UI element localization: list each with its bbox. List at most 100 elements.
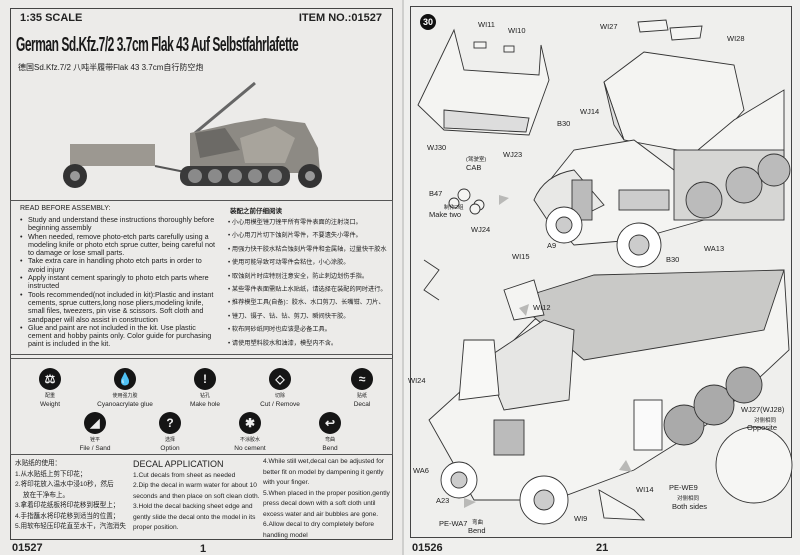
decal-step: 1.Cut decals from sheet as needed xyxy=(133,471,236,479)
part-label-both-sides: Both sides xyxy=(672,502,708,511)
assembly-diagram xyxy=(417,19,793,525)
cut-icon: ◇ xyxy=(269,368,291,390)
drill-icon: ! xyxy=(194,368,216,390)
glue-icon: 💧 xyxy=(114,368,136,390)
part-label-wj24: WJ24 xyxy=(471,225,491,234)
right-page: 30 xyxy=(404,0,800,555)
symbol-label: Make hole xyxy=(190,400,220,408)
symbol-label-cn: 弯曲 xyxy=(324,437,335,443)
file-icon: ◢ xyxy=(84,412,106,434)
decal-icon: ≈ xyxy=(351,368,373,390)
instruction-item: Glue and paint are not included in the k… xyxy=(20,323,220,349)
symbol-label: File / Sand xyxy=(79,444,111,452)
symbol-label: Decal xyxy=(353,400,371,408)
instruction-item-cn: 小心用模型锉刀锉平所有零件表面的注射浇口。 xyxy=(228,216,393,229)
decal-step: 5.When placed in the proper position,gen… xyxy=(263,489,390,518)
page-number: 1 xyxy=(200,543,207,555)
kit-subtitle-cn: 德国Sd.Kfz.7/2 八吨半履带Flak 43 3.7cm自行防空炮 xyxy=(18,63,204,72)
part-label-opposite: Opposite xyxy=(747,423,778,432)
decal-step-cn: 2.将印花放入温水中浸10秒，然后 xyxy=(15,481,114,488)
part-label-a23: A23 xyxy=(436,496,450,505)
option-icon: ? xyxy=(159,412,181,434)
part-label-make-two-cn: 制作2组 xyxy=(444,205,464,211)
instruction-item-cn: 锉刀、镊子、钻、钻、剪刀、瞬间快干胶。 xyxy=(228,310,393,323)
kit-title: German Sd.Kfz.7/2 3.7cm Flak 43 Auf Selb… xyxy=(16,34,299,56)
part-label-a9: A9 xyxy=(547,241,557,250)
part-label-pe-wa7: PE-WA7 xyxy=(439,519,468,528)
page-number: 21 xyxy=(596,542,609,554)
footer-code: 01526 xyxy=(412,542,443,554)
decal-instructions-cn: 水贴纸的使用： 1.从水贴纸上剪下印花； 2.将印花放入温水中浸10秒，然后 放… xyxy=(15,459,130,533)
part-label-cab-cn: (驾驶室) xyxy=(466,157,487,163)
part-label-wj14: WJ14 xyxy=(580,107,600,116)
part-label-wi10: WI10 xyxy=(508,26,526,35)
decal-heading: DECAL APPLICATION xyxy=(133,459,224,469)
symbol-label-cn: 贴纸 xyxy=(356,393,367,399)
decal-step: 6.Allow decal to dry completely before h… xyxy=(263,521,375,539)
instruction-item: Tools recommended(not included in kit):P… xyxy=(20,290,220,324)
footer-code: 01527 xyxy=(12,542,43,554)
part-label-both-sides-cn: 对侧相同 xyxy=(677,496,700,502)
instruction-item-cn: 使用可能导致可动零件会粘住，小心涂胶。 xyxy=(228,256,393,269)
weight-icon: ⚖ xyxy=(39,368,61,390)
symbol-label-cn: 不涂胶水 xyxy=(239,437,260,443)
decal-step-cn: 3.拿着印花纸板将印花移到模型上； xyxy=(15,502,120,509)
decal-step: 3.Hold the decal backing sheet edge and … xyxy=(133,503,256,531)
instruction-item-cn: 小心用刀片切下蚀刻片零件，不要遗失小零件。 xyxy=(228,229,393,242)
decal-step: 4.While still wet,decal can be adjusted … xyxy=(263,458,384,486)
symbol-label: Option xyxy=(160,444,180,452)
symbol-label-cn: 使用强力胶 xyxy=(112,393,138,399)
left-page: 1:35 SCALE ITEM NO.:01527 German Sd.Kfz.… xyxy=(0,0,402,555)
part-label-wj27: WJ27(WJ28) xyxy=(741,405,785,414)
page-border xyxy=(410,6,792,538)
symbol-label: No cement xyxy=(234,444,266,452)
bend-icon: ↩ xyxy=(319,412,341,434)
part-label-wi24: WI24 xyxy=(408,376,426,385)
scale-label: 1:35 SCALE xyxy=(20,12,83,24)
symbol-label-cn: 钻孔 xyxy=(199,393,210,399)
part-label-pe-we9: PE-WE9 xyxy=(669,483,698,492)
part-label-wi11: WI11 xyxy=(478,20,495,29)
instruction-item-cn: 某些零件表面需贴上水贴纸，请选择在装配的同时进行。 xyxy=(228,283,393,296)
decal-step-cn: 5.用软布轻压印花直至水干，汽泡消失 xyxy=(15,523,126,530)
decal-step-cn: 放在干净布上。 xyxy=(23,491,70,499)
decal-step: 2.Dip the decal in warm water for about … xyxy=(133,482,260,500)
instruction-item-cn: 请使用塑料胶水和油漆，模型内不含。 xyxy=(228,337,393,350)
read-before-heading: READ BEFORE ASSEMBLY: xyxy=(20,205,111,212)
instruction-item-cn: 用强力快干胶水粘合蚀刻片零件和金属轴，过量快干胶水 xyxy=(228,243,393,256)
symbol-label-cn: 配重 xyxy=(44,393,55,399)
instructions-list-en: Study and understand these instructions … xyxy=(20,215,220,349)
symbol-label-cn: 切除 xyxy=(274,393,285,399)
vehicle-box-art xyxy=(63,81,322,188)
part-label-wa6: WA6 xyxy=(413,466,429,475)
decal-step-cn: 4.手指蘸水将印花移到适当的位置； xyxy=(15,512,120,520)
page-gutter xyxy=(400,0,405,555)
part-label-opposite-cn: 对侧相同 xyxy=(754,418,777,424)
instruction-item-cn: 软布同砂纸同时也应该是必备工具。 xyxy=(228,323,393,336)
part-label-wi12: WI12 xyxy=(533,303,551,312)
symbol-label: Cut / Remove xyxy=(260,400,300,408)
step-number-badge: 30 xyxy=(420,14,436,30)
part-label-make-two: Make two xyxy=(429,210,462,219)
part-label-b47: B47 xyxy=(429,189,443,198)
part-label-b30a: B30 xyxy=(557,119,571,128)
part-label-bend: Bend xyxy=(468,526,486,535)
part-label-wi28: WI28 xyxy=(727,34,745,43)
part-label-wa13: WA13 xyxy=(704,244,725,253)
symbol-label: Weight xyxy=(39,400,61,408)
part-label-wi14: WI14 xyxy=(636,485,654,494)
decal-instructions-en: DECAL APPLICATION 1.Cut decals from shee… xyxy=(133,459,263,534)
decal-step-cn: 1.从水贴纸上剪下印花； xyxy=(15,470,87,478)
instruction-item: Apply instant cement sparingly to photo … xyxy=(20,274,220,291)
instruction-item: Take extra care in handling photo etch p… xyxy=(20,257,220,274)
instruction-item: Study and understand these instructions … xyxy=(20,215,220,233)
part-label-wi9: WI9 xyxy=(574,514,588,523)
